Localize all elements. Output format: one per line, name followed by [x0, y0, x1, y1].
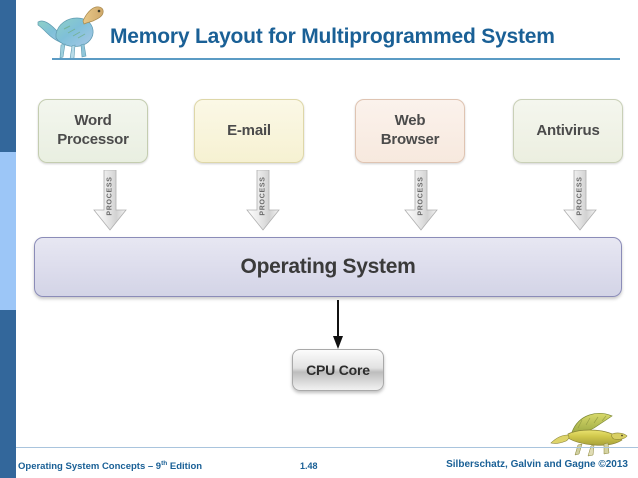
footer-dinosaur-icon: [546, 408, 630, 458]
down-block-arrow-icon: [246, 169, 280, 231]
app-box-web-browser[interactable]: Web Browser: [355, 99, 465, 163]
app-box-label: E-mail: [227, 121, 271, 139]
cpu-core-box[interactable]: CPU Core: [292, 349, 384, 391]
down-block-arrow-icon: [404, 169, 438, 231]
footer-book-title: Operating System Concepts: [18, 461, 146, 473]
dinosaur-logo-icon: [34, 2, 108, 62]
slide-header: Memory Layout for Multiprogrammed System: [16, 0, 638, 66]
process-arrow-label: PROCESS: [106, 176, 114, 216]
process-arrow-word-processor: PROCESS: [93, 169, 127, 232]
title-underline: [52, 58, 620, 60]
operating-system-box[interactable]: Operating System: [34, 237, 622, 297]
slide-number: 1.48: [300, 461, 318, 471]
footer-edition-suffix: th: [161, 460, 168, 467]
process-arrow-label: PROCESS: [417, 176, 425, 216]
left-rail-bottom: [0, 310, 16, 478]
footer-edition-number: – 9: [145, 461, 162, 473]
app-box-label: Antivirus: [536, 121, 600, 139]
left-rail-top: [0, 0, 16, 152]
operating-system-label: Operating System: [240, 255, 416, 278]
footer-edition-word: Edition: [167, 461, 203, 473]
down-block-arrow-icon: [563, 169, 597, 231]
down-block-arrow-icon: [93, 169, 127, 231]
process-arrow-antivirus: PROCESS: [563, 169, 597, 232]
process-arrow-label: PROCESS: [576, 176, 584, 216]
app-box-antivirus[interactable]: Antivirus: [513, 99, 623, 163]
footer-divider: [16, 447, 638, 448]
memory-layout-diagram: Word Processor E-mail Web Browser Antivi…: [16, 70, 638, 410]
footer-copyright: Silberschatz, Galvin and Gagne ©2013: [446, 459, 628, 470]
footer-left-text: Operating System Concepts – 9th Edition: [18, 460, 202, 472]
page-title: Memory Layout for Multiprogrammed System: [110, 25, 555, 48]
cpu-core-label: CPU Core: [306, 362, 370, 378]
process-arrow-email: PROCESS: [246, 169, 280, 232]
app-box-label: Web Browser: [380, 112, 440, 148]
left-rail-middle: [0, 152, 16, 310]
app-box-label: Word Processor: [57, 112, 129, 148]
os-to-cpu-arrow: [333, 300, 343, 349]
process-arrow-web-browser: PROCESS: [404, 169, 438, 232]
app-box-word-processor[interactable]: Word Processor: [38, 99, 148, 163]
process-arrow-label: PROCESS: [259, 176, 267, 216]
app-box-email[interactable]: E-mail: [194, 99, 304, 163]
